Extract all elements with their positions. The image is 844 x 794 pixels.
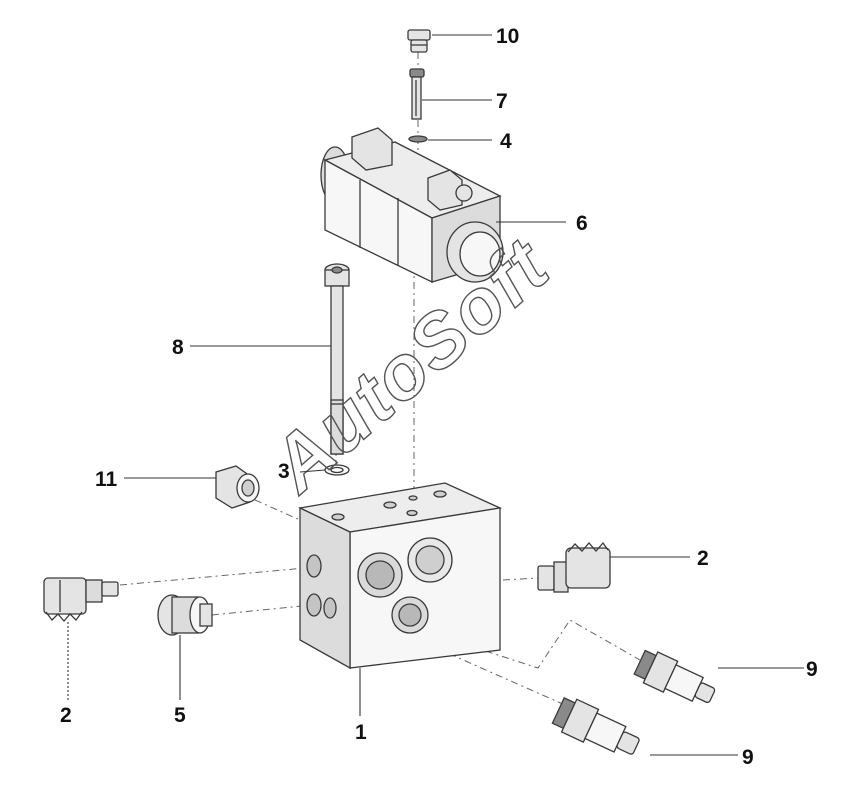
callout-2-right: 2 [697, 547, 709, 570]
callout-11: 11 [95, 468, 118, 491]
part-5-plug-fitting [157, 594, 213, 636]
callout-10: 10 [496, 25, 519, 48]
callout-9-upper: 9 [806, 658, 818, 681]
part-1-manifold-block [297, 482, 503, 670]
callout-labels: 10 7 4 6 8 11 3 2 9 9 1 5 2 [60, 25, 818, 769]
part-8-socket-cap-bolt [324, 263, 350, 455]
leader-lines [67, 34, 804, 756]
part-11-adapter-fitting [215, 465, 260, 509]
part-9-relief-cartridge-upper [633, 649, 716, 704]
callout-7: 7 [496, 90, 508, 113]
part-3-o-ring [324, 464, 350, 476]
part-6-solenoid-valve [320, 127, 504, 284]
callout-2-left: 2 [60, 704, 72, 727]
callout-5: 5 [174, 704, 186, 727]
callout-6: 6 [576, 212, 588, 235]
part-2-pressure-switch-right [537, 541, 611, 593]
part-7-screw [409, 68, 425, 120]
part-9-relief-cartridge-lower [551, 697, 640, 755]
part-4-washer [408, 135, 428, 143]
part-2-pressure-switch-left [43, 577, 119, 622]
part-10-cap-nut [407, 29, 431, 53]
callout-3: 3 [278, 460, 290, 483]
callout-9-lower: 9 [742, 746, 754, 769]
callout-4: 4 [500, 130, 512, 153]
callout-1: 1 [355, 721, 367, 744]
callout-8: 8 [172, 336, 184, 359]
